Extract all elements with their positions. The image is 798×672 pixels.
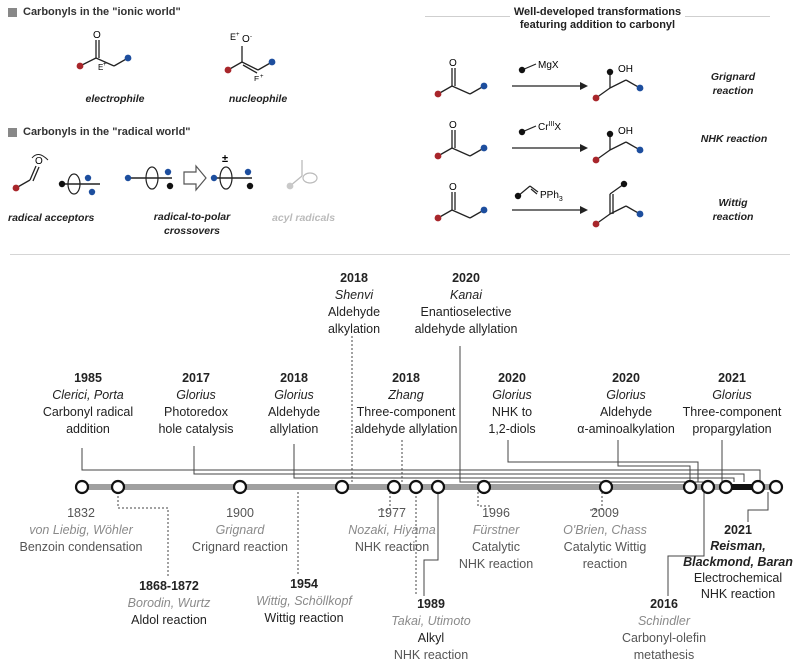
acyl-radical-structure: [286, 160, 318, 190]
panel-divider: [10, 254, 790, 255]
radical-to-polar-structure: ±: [124, 153, 254, 192]
node-1868: [110, 479, 126, 495]
svg-text:O: O: [449, 182, 457, 193]
svg-text:-: -: [250, 34, 252, 40]
node-1954: [334, 479, 350, 495]
radical-acceptor-structure: O: [12, 154, 100, 196]
svg-text:+: +: [103, 62, 107, 68]
header-square-icon: [8, 127, 17, 137]
grignard-scheme: O MgX OH: [434, 58, 644, 102]
header-square-icon: [8, 7, 17, 17]
svg-text:±: ±: [222, 153, 228, 165]
svg-text:+: +: [236, 32, 240, 38]
nucleophile-label: nucleophile: [228, 93, 288, 105]
event-1989: 1989 Takai, Utimoto Alkyl NHK reaction: [391, 597, 471, 662]
event-2016: 2016 Schindler Carbonyl-olefin metathesi…: [621, 597, 707, 662]
event-2018-shenvi: 2018 Shenvi Aldehyde alkylation: [327, 271, 381, 336]
event-1977: 1977 Nozaki, Hiyama NHK reaction: [348, 506, 436, 554]
electrophile-label: electrophile: [85, 93, 145, 105]
ionic-world-header: Carbonyls in the "ionic world": [8, 6, 181, 18]
svg-text:E: E: [230, 32, 236, 42]
event-2021-reisman: 2021 Reisman, Blackmond, Baran Electroch…: [683, 523, 793, 601]
svg-text:CrIIIX: CrIIIX: [538, 121, 561, 133]
node-2017: [700, 479, 716, 495]
event-1832: 1832 von Liebig, Wöhler Benzoin condensa…: [19, 506, 143, 554]
event-2018-zhang: 2018 Zhang Three-component aldehyde ally…: [354, 371, 458, 436]
event-2021-glorius: 2021 Glorius Three-component propargylat…: [682, 371, 782, 436]
node-2021: [768, 479, 784, 495]
svg-text:O: O: [242, 34, 250, 45]
svg-text:E: E: [254, 75, 259, 81]
svg-text:O: O: [449, 120, 457, 131]
wittig-scheme: O PPh3: [434, 180, 644, 228]
nhk-reaction-label: NHK reaction: [700, 133, 768, 145]
node-2018: [718, 479, 734, 495]
svg-text:OH: OH: [618, 64, 633, 75]
svg-text:E: E: [98, 63, 103, 72]
acyl-radicals-label: acyl radicals: [272, 212, 336, 224]
event-1900: 1900 Grignard Crignard reaction: [192, 506, 288, 554]
event-1954: 1954 Wittig, Schöllkopf Wittig reaction: [256, 577, 352, 625]
radical-world-header: Carbonyls in the "radical world": [8, 126, 191, 138]
nucleophile-structure: E+ O- E+: [224, 32, 276, 81]
svg-text:O: O: [93, 30, 101, 41]
transformations-title: Well-developed transformations featuring…: [425, 6, 770, 32]
event-2017-glorius: 2017 Glorius Photoredox hole catalysis: [158, 371, 234, 436]
nhk-scheme: O CrIIIX OH: [434, 120, 644, 164]
event-1868-1872: 1868-1872 Borodin, Wurtz Aldol reaction: [127, 579, 211, 627]
node-2016: [682, 479, 698, 495]
event-1996: 1996 Fürstner Catalytic NHK reaction: [458, 506, 534, 571]
timeline-nodes: [74, 479, 784, 495]
node-1989: [430, 479, 446, 495]
node-2009: [598, 479, 614, 495]
node-2020: [750, 479, 766, 495]
wittig-reaction-label: Wittig reaction: [712, 197, 754, 223]
svg-text:O: O: [35, 156, 43, 167]
node-1832: [74, 479, 90, 495]
event-2009: 2009 O'Brien, Chass Catalytic Wittig rea…: [563, 506, 647, 571]
electrophile-structure: O E+: [76, 30, 132, 72]
radical-acceptors-label: radical acceptors: [8, 212, 95, 224]
grignard-reaction-label: Grignard reaction: [710, 71, 756, 97]
svg-text:+: +: [260, 74, 264, 80]
event-2020-kanai: 2020 Kanai Enantioselective aldehyde all…: [414, 271, 518, 336]
node-1985: [408, 479, 424, 495]
event-2020-glorius-nhk: 2020 Glorius NHK to 1,2-diols: [488, 371, 536, 436]
node-1900: [232, 479, 248, 495]
event-1985-clerici: 1985 Clerici, Porta Carbonyl radical add…: [42, 371, 134, 436]
node-1977: [386, 479, 402, 495]
svg-text:PPh3: PPh3: [540, 190, 563, 203]
svg-text:OH: OH: [618, 126, 633, 137]
event-2020-glorius-amino: 2020 Glorius Aldehyde α-aminoalkylation: [577, 371, 675, 436]
grignard-reagent: MgX: [538, 60, 559, 71]
node-1996: [476, 479, 492, 495]
svg-text:O: O: [449, 58, 457, 69]
event-2018-glorius: 2018 Glorius Aldehyde allylation: [267, 371, 321, 436]
crossovers-label: radical-to-polar crossovers: [153, 211, 231, 237]
